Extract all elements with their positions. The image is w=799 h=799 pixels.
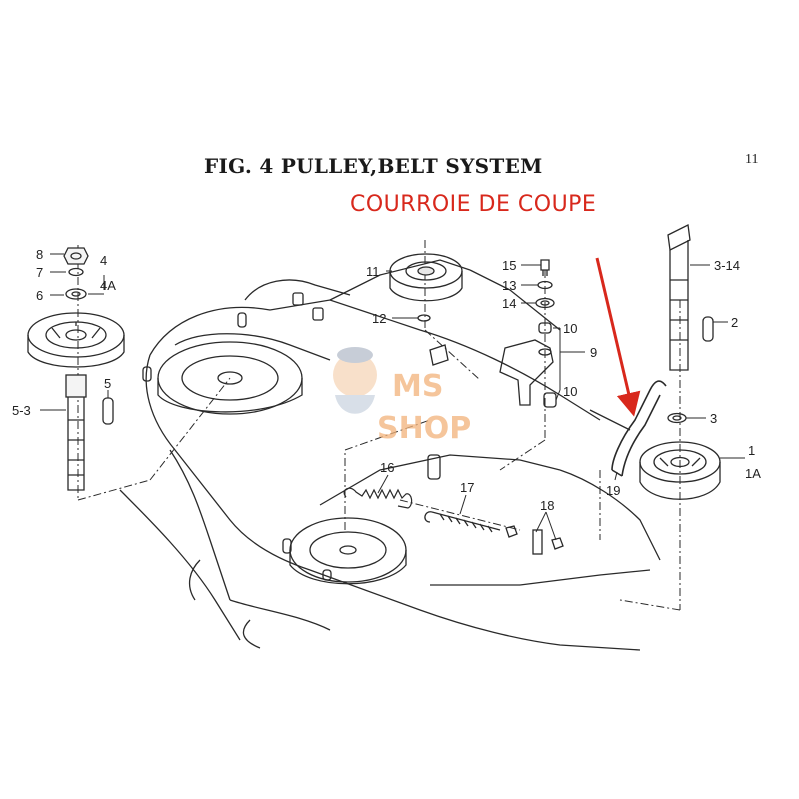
idler-hardware <box>535 259 557 408</box>
callout-1: 1 <box>748 443 755 458</box>
callout-11: 11 <box>366 264 380 279</box>
callout-3-14: 3-14 <box>714 258 740 273</box>
callout-16: 16 <box>380 460 394 475</box>
callout-4a: 4A <box>100 278 116 293</box>
belt-annotation: COURROIE DE COUPE <box>350 192 597 217</box>
left-pulley-housing <box>157 341 303 415</box>
callout-6: 6 <box>36 288 43 303</box>
cutting-belt <box>611 380 667 477</box>
tension-rod <box>424 511 501 533</box>
page-title: FIG. 4 PULLEY,BELT SYSTEM <box>204 154 543 178</box>
callout-leaders <box>40 253 745 541</box>
callout-8: 8 <box>36 247 43 262</box>
mower-deck <box>119 259 661 651</box>
tension-arm <box>499 339 554 406</box>
callout-5: 5 <box>104 376 111 391</box>
deck-pins <box>142 292 449 581</box>
left-pulley-assembly <box>27 247 125 491</box>
callout-7: 7 <box>36 265 43 280</box>
spindle-housing <box>289 517 407 585</box>
callout-18: 18 <box>540 498 554 513</box>
page-number: 11 <box>745 152 759 167</box>
callout-12: 12 <box>372 311 386 326</box>
annotation-arrow <box>595 257 641 417</box>
callout-3: 3 <box>710 411 717 426</box>
callout-17: 17 <box>460 480 474 495</box>
right-pulley <box>639 441 721 500</box>
watermark-logo <box>333 347 377 414</box>
callout-19: 19 <box>606 483 620 498</box>
callout-2: 2 <box>731 315 738 330</box>
callout-14: 14 <box>502 296 516 311</box>
callout-4: 4 <box>100 253 107 268</box>
right-spindle-shaft <box>667 224 714 424</box>
tension-spring <box>343 487 413 509</box>
callout-5-3: 5-3 <box>12 403 31 418</box>
rod-nuts <box>505 525 564 555</box>
callout-10-top: 10 <box>563 321 577 336</box>
callout-1a: 1A <box>745 466 761 481</box>
callout-9: 9 <box>590 345 597 360</box>
callout-15: 15 <box>502 258 516 273</box>
callout-10-bottom: 10 <box>563 384 577 399</box>
watermark-shop: SHOP <box>377 411 471 446</box>
callout-13: 13 <box>502 278 516 293</box>
watermark-ms: MS <box>392 369 443 404</box>
idler-pulley <box>389 253 463 322</box>
